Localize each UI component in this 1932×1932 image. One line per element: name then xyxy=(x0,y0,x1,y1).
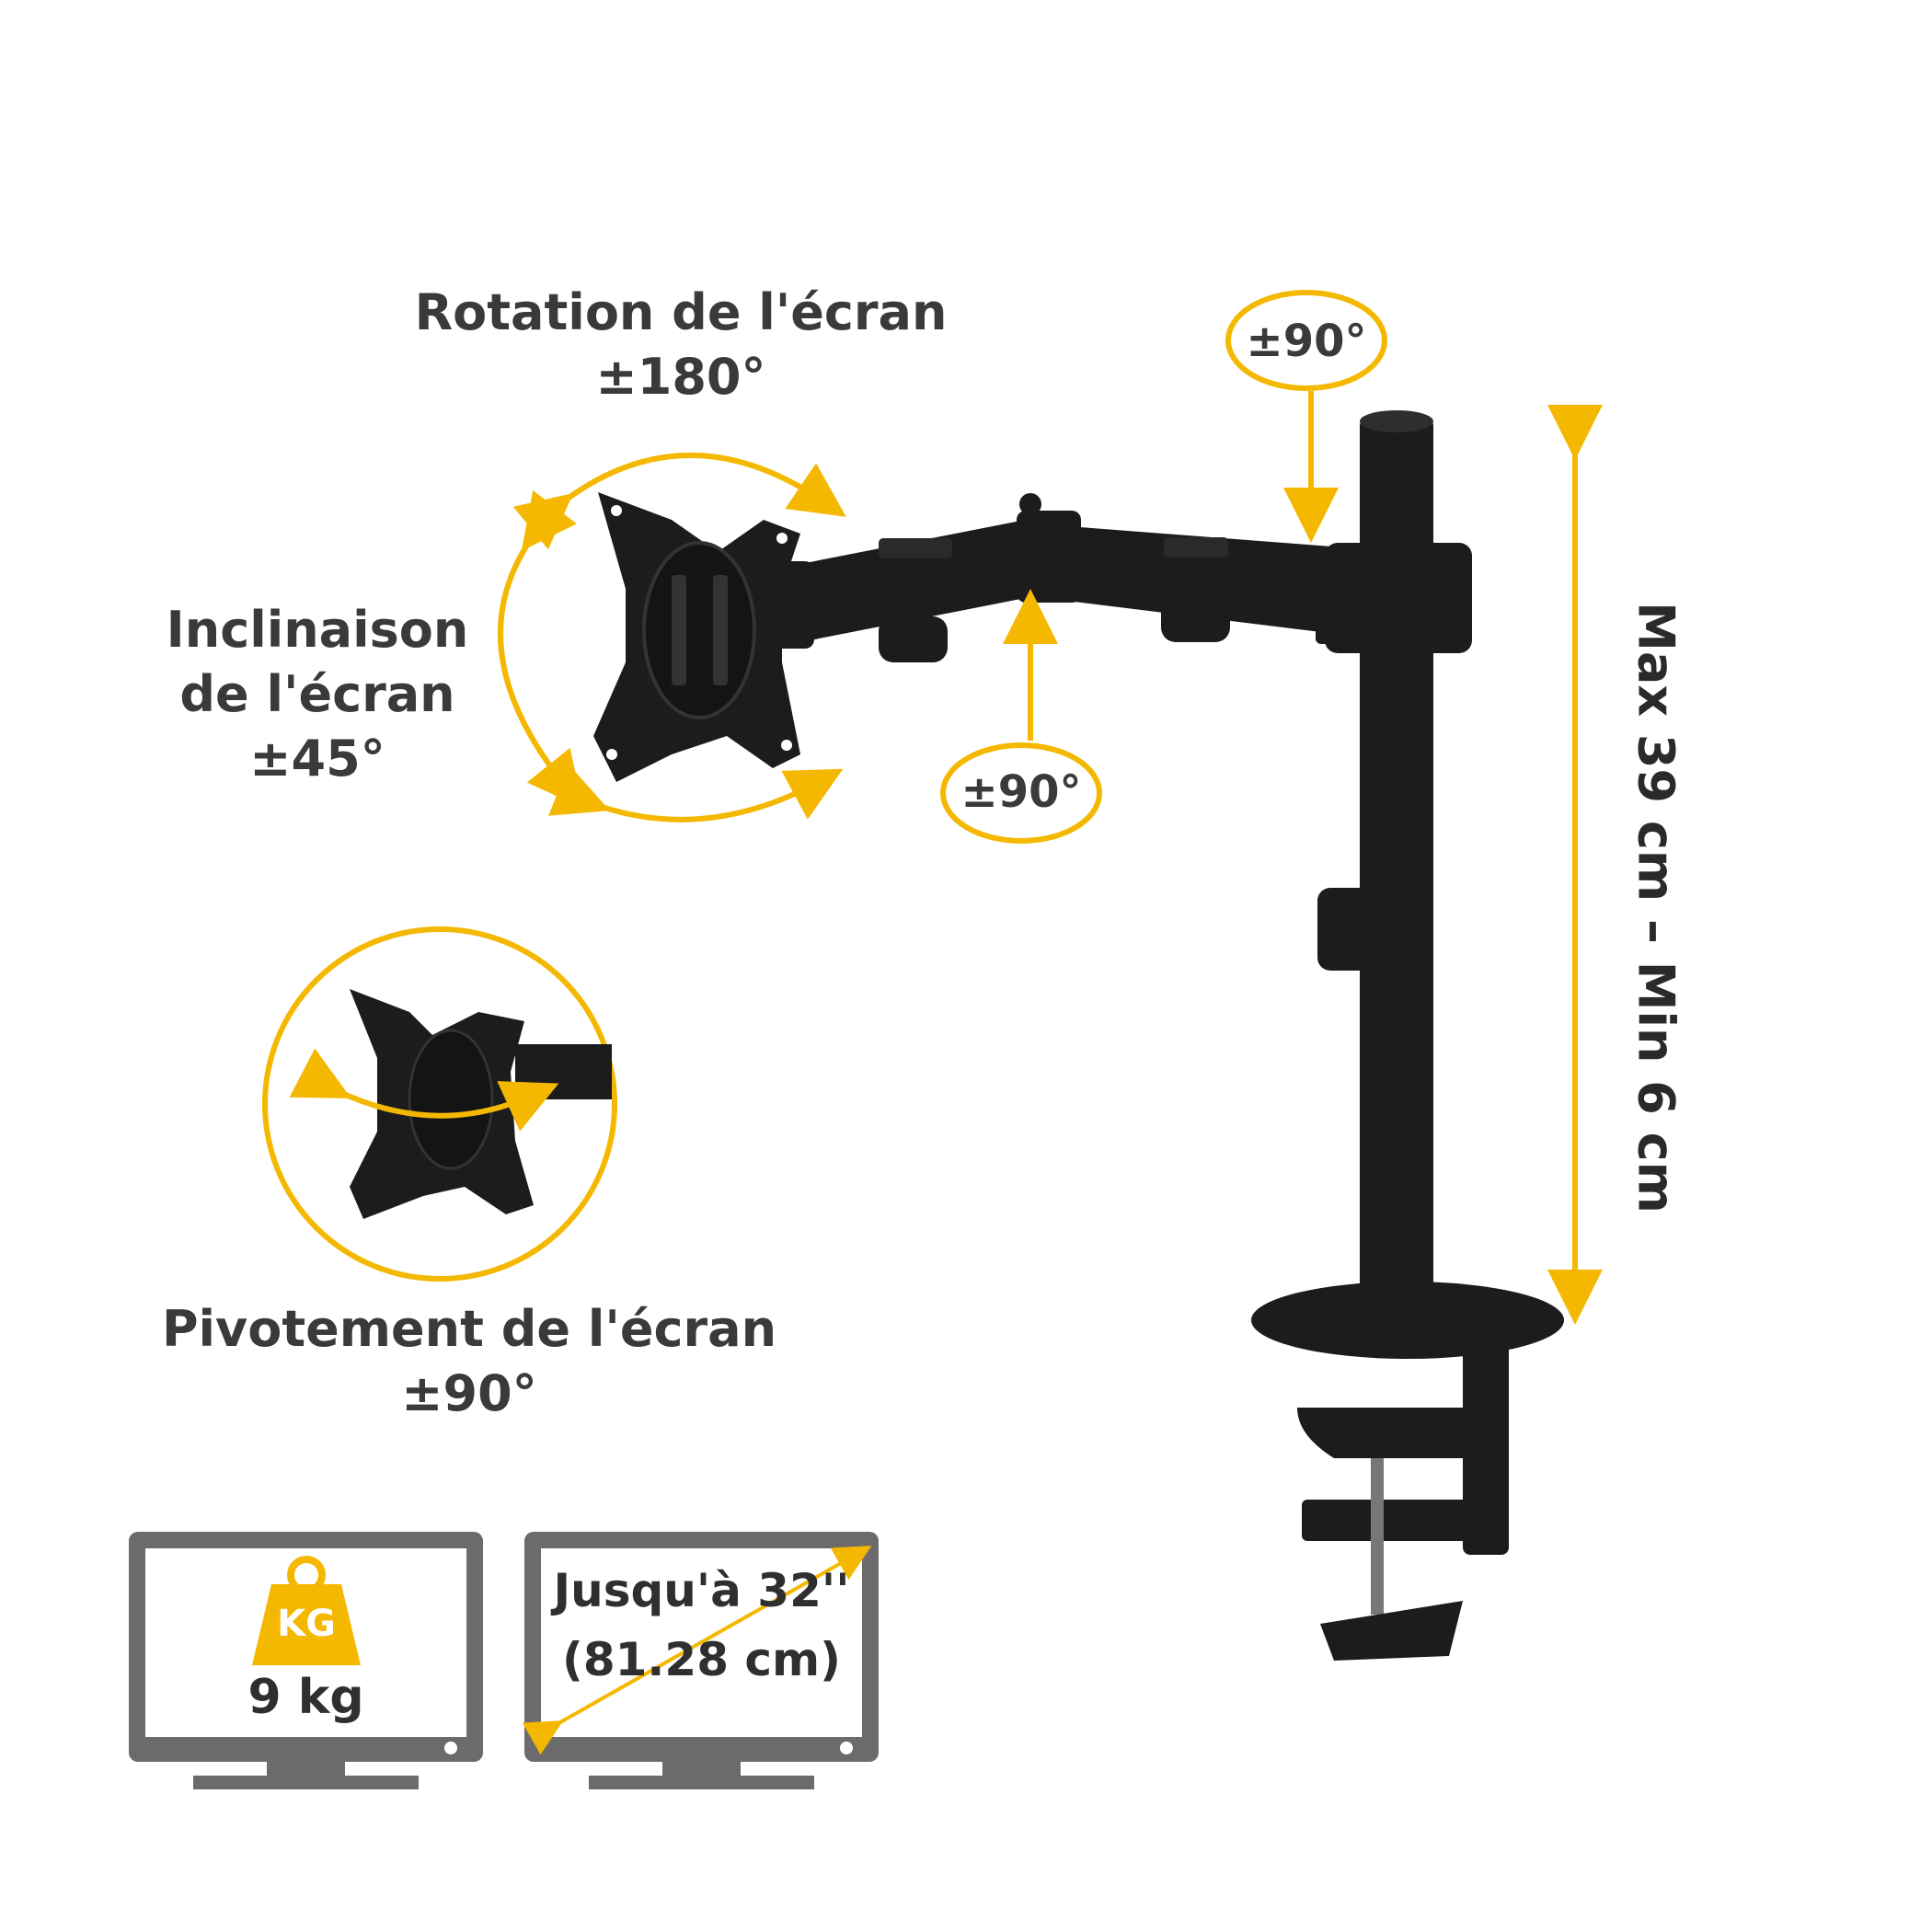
swivel-top-ring xyxy=(1225,290,1387,391)
monitor-arm xyxy=(593,410,1564,1661)
swivel-top-label: ±90° xyxy=(1246,316,1367,367)
pole-cap xyxy=(1360,410,1433,432)
clamp-base-disc xyxy=(1251,1282,1564,1359)
tilt-label: Inclinaison de l'écran ±45° xyxy=(138,598,497,792)
tilt-arrow xyxy=(498,489,583,809)
rotation-arrow-bottom xyxy=(548,765,844,822)
weight-icon xyxy=(252,1584,361,1665)
weight-badge xyxy=(129,1532,483,1789)
pivot-label: Pivotement de l'écran ±90° xyxy=(138,1297,800,1426)
tilt-value: ±45° xyxy=(249,730,385,788)
pivot-arrow xyxy=(289,1048,559,1132)
tilt-line1: Inclinaison xyxy=(166,601,469,659)
tilt-line2: de l'écran xyxy=(179,665,455,724)
weight-icon-text: KG xyxy=(277,1603,336,1645)
rotation-value: ±180° xyxy=(595,348,766,407)
pivot-inset xyxy=(262,926,617,1282)
annotation-arrows xyxy=(498,290,1603,1325)
front-arm xyxy=(791,515,1049,644)
swivel-mid-ring xyxy=(940,742,1102,844)
pivot-title: Pivotement de l'écran xyxy=(161,1300,777,1358)
height-range-label: Max 39 cm – Min 6 cm xyxy=(1627,602,1685,1213)
arm-collar xyxy=(1325,543,1472,653)
rotation-label: Rotation de l'écran ±180° xyxy=(396,281,966,409)
rear-arm xyxy=(1044,524,1343,635)
weight-value: 9 kg xyxy=(247,1670,364,1725)
size-line2: (81.28 cm) xyxy=(561,1633,841,1686)
rotation-title: Rotation de l'écran xyxy=(414,283,948,341)
pivot-value: ±90° xyxy=(401,1364,537,1423)
size-line1: Jusqu'à 32'' xyxy=(553,1564,850,1617)
swivel-mid-label: ±90° xyxy=(960,766,1082,818)
pivot-inset-ring xyxy=(262,926,617,1282)
diagonal-arrow xyxy=(522,1546,872,1755)
clamp-screw xyxy=(1371,1458,1384,1615)
screen-size-badge xyxy=(522,1532,879,1789)
rotation-arrow-top xyxy=(512,452,846,550)
clamp-knob xyxy=(1320,1601,1463,1661)
pole-cable-clip xyxy=(1317,888,1409,971)
